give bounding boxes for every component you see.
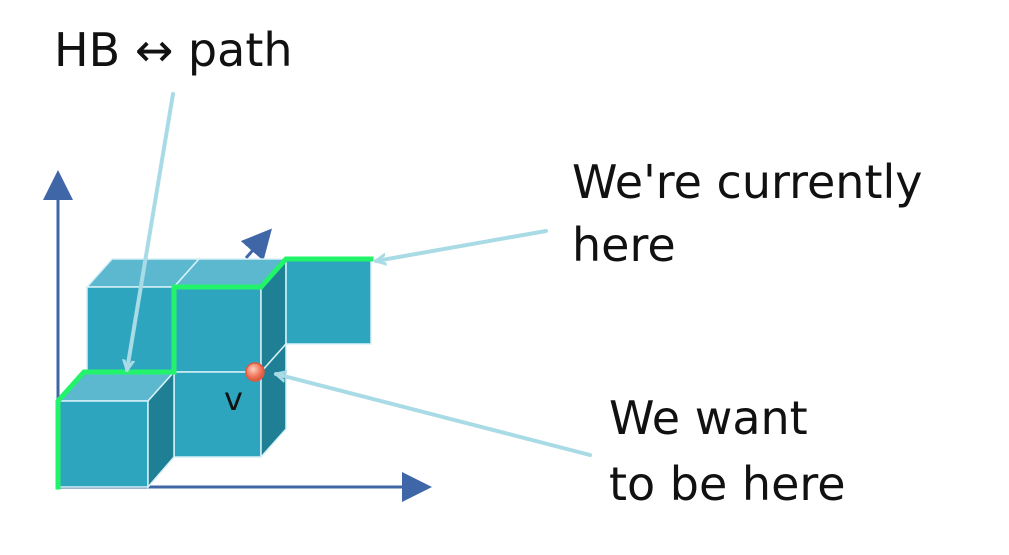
hb-path-line bbox=[55, 256, 374, 490]
vertex-label: v bbox=[224, 380, 243, 418]
hb-path-label: HB ↔ path bbox=[54, 23, 293, 77]
cube-upper-right-front bbox=[285, 258, 372, 345]
hb-path-callout-arrow bbox=[127, 92, 175, 372]
current-callout-arrow bbox=[374, 229, 548, 261]
cube-lower-left bbox=[56, 370, 176, 490]
z-axis bbox=[240, 228, 272, 261]
cube-upper-middle-front bbox=[173, 286, 262, 373]
target-callout-arrow bbox=[274, 374, 592, 457]
target-location-label-line-1: We want bbox=[609, 391, 808, 445]
current-location-label-line-1: We're currently bbox=[572, 155, 923, 209]
cube-lower-left-front bbox=[57, 400, 149, 488]
target-location-label-line-2: to be here bbox=[609, 457, 846, 511]
cube-upper-right bbox=[285, 258, 372, 345]
cube-lower-left-side bbox=[147, 370, 175, 490]
point-marker-icon bbox=[245, 362, 265, 382]
cube-lower-middle-front bbox=[173, 371, 262, 458]
current-location-label-line-2: here bbox=[572, 218, 676, 272]
